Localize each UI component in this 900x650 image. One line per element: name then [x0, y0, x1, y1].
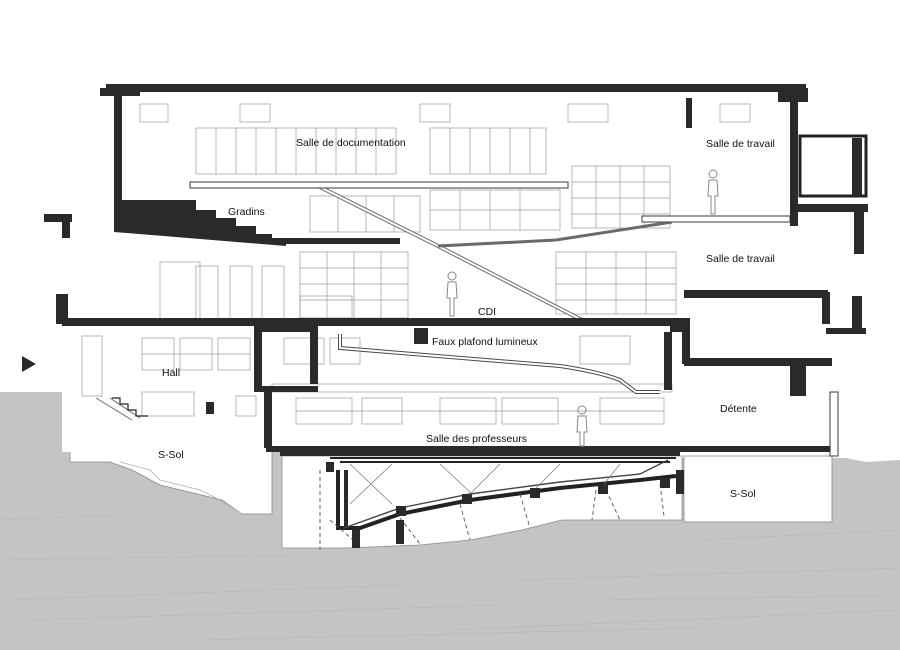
right-stair — [555, 220, 673, 242]
hall-steps — [112, 397, 148, 417]
people — [446, 169, 719, 447]
person-icon — [446, 271, 458, 317]
main-stair-inner — [437, 245, 583, 321]
building-envelope — [62, 90, 868, 452]
auditorium-slope — [343, 459, 669, 529]
faux-plafond-inner — [339, 334, 660, 393]
auditorium-trusses — [349, 463, 621, 505]
label-hall: Hall — [162, 367, 180, 379]
label-salle-travail-milieu: Salle de travail — [706, 253, 775, 265]
label-ssol-gauche: S-Sol — [158, 449, 184, 461]
label-gradins: Gradins — [228, 206, 265, 218]
middle-level — [62, 228, 830, 326]
label-detente: Détente — [720, 403, 757, 415]
upper-stair-inner — [317, 185, 439, 247]
stairs — [95, 184, 673, 421]
right-ground-edge — [829, 391, 839, 457]
top-level — [116, 90, 796, 240]
room-labels: Salle de documentation Salle de travail … — [158, 137, 775, 500]
person-icon — [707, 169, 719, 215]
auditorium-dashed — [319, 470, 665, 550]
stage-slab — [676, 446, 836, 452]
ground-hatch — [0, 514, 900, 641]
mezzanines — [189, 181, 791, 223]
gradins-steps — [114, 200, 286, 246]
auditorium-roof — [330, 457, 676, 463]
auditorium-seating — [336, 470, 677, 530]
ssol-left-steps — [119, 461, 243, 515]
lower-level — [62, 322, 832, 452]
auditorium — [319, 457, 684, 550]
label-faux-plafond: Faux plafond lumineux — [432, 336, 538, 348]
structure — [44, 84, 868, 456]
label-ssol-droite: S-Sol — [730, 488, 756, 500]
hall-stair — [95, 397, 141, 421]
triangle-right-icon — [22, 356, 36, 372]
label-salle-professeurs: Salle des professeurs — [426, 433, 527, 445]
label-salle-travail-haut: Salle de travail — [706, 138, 775, 150]
label-salle-documentation: Salle de documentation — [296, 137, 406, 149]
auditorium-columns — [326, 462, 684, 548]
person-icon — [576, 405, 588, 447]
label-cdi: CDI — [478, 306, 496, 318]
ssol-right-volume — [683, 455, 833, 523]
